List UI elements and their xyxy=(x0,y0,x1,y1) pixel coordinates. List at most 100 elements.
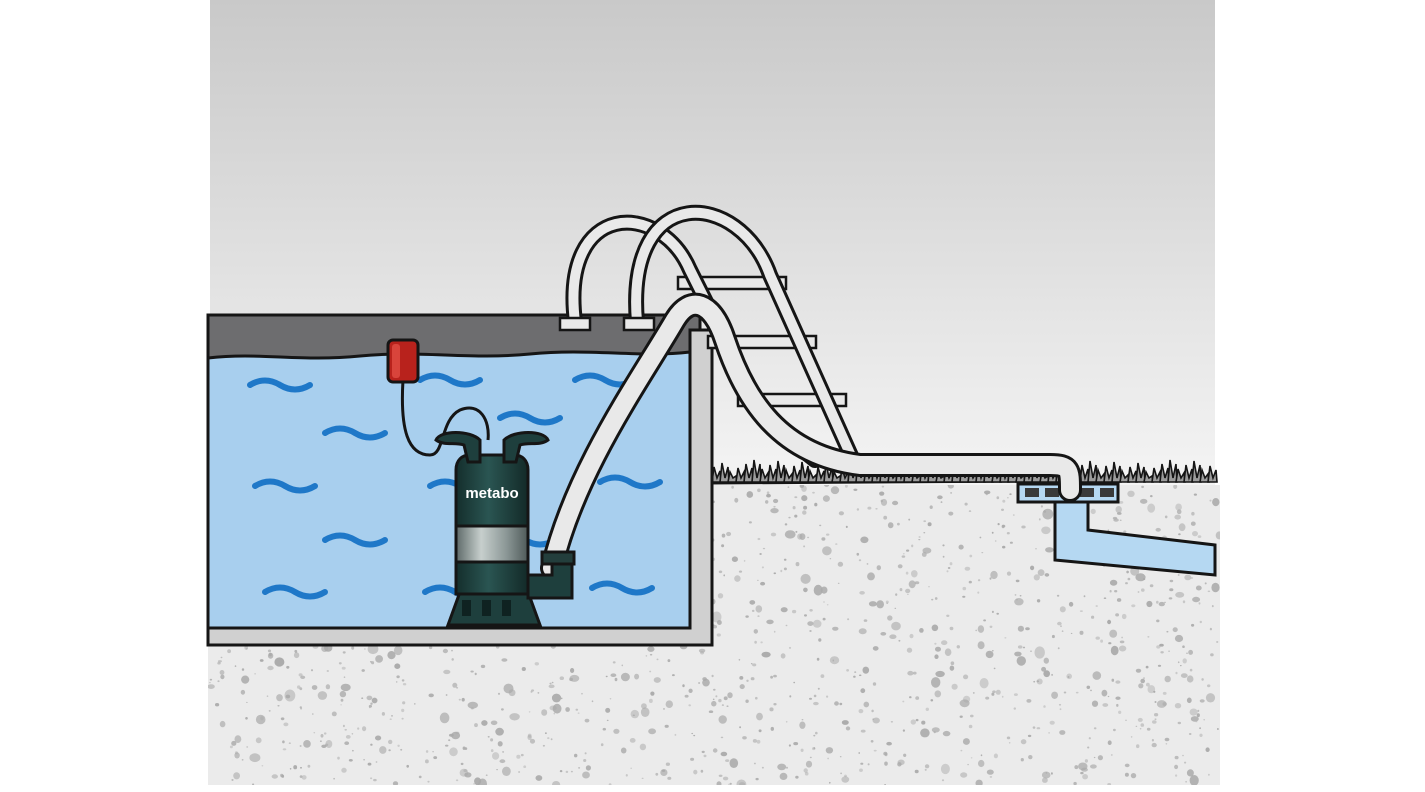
speckle xyxy=(1168,597,1173,600)
speckle xyxy=(906,549,910,552)
speckle xyxy=(1006,571,1012,576)
speckle xyxy=(320,734,324,738)
speckle xyxy=(255,714,266,725)
speckle xyxy=(559,676,564,680)
speckle xyxy=(700,769,704,773)
speckle xyxy=(751,609,755,613)
speckle xyxy=(394,663,401,669)
speckle xyxy=(960,772,968,778)
speckle xyxy=(755,605,763,613)
speckle xyxy=(899,588,903,592)
speckle xyxy=(1124,772,1129,777)
speckle xyxy=(1020,758,1024,762)
speckle xyxy=(470,707,474,710)
speckle xyxy=(783,567,787,571)
speckle xyxy=(1154,701,1157,703)
speckle xyxy=(1143,677,1145,679)
speckle xyxy=(1095,636,1100,640)
speckle xyxy=(375,655,383,663)
concrete-ground xyxy=(208,485,1220,785)
speckle xyxy=(1185,780,1187,783)
speckle xyxy=(883,515,888,520)
speckle xyxy=(227,649,232,654)
speckle xyxy=(761,766,764,769)
speckle xyxy=(1204,582,1207,585)
speckle xyxy=(1156,700,1167,708)
speckle xyxy=(722,776,729,781)
speckle xyxy=(246,701,248,703)
speckle xyxy=(734,575,741,582)
speckle xyxy=(1080,771,1084,775)
speckle xyxy=(1169,588,1174,592)
speckle xyxy=(1015,579,1020,583)
speckle xyxy=(829,558,832,560)
speckle xyxy=(990,570,998,580)
speckle xyxy=(929,505,933,510)
speckle xyxy=(956,645,960,649)
speckle xyxy=(535,775,543,781)
speckle xyxy=(1016,656,1026,666)
speckle xyxy=(748,521,752,524)
speckle xyxy=(1160,651,1164,654)
concrete-speckles xyxy=(208,485,1220,785)
speckle xyxy=(1156,645,1161,649)
speckle xyxy=(255,737,262,744)
speckle xyxy=(949,665,955,671)
speckle xyxy=(968,580,972,584)
speckle xyxy=(1116,703,1119,707)
speckle xyxy=(246,746,249,748)
speckle xyxy=(317,691,328,700)
speckle xyxy=(1152,720,1157,724)
speckle xyxy=(1135,573,1146,582)
speckle xyxy=(375,761,378,763)
speckle xyxy=(909,696,912,699)
speckle xyxy=(343,676,346,678)
speckle xyxy=(648,728,656,735)
speckle xyxy=(1079,630,1084,635)
speckle xyxy=(972,692,975,694)
speckle xyxy=(1100,639,1103,643)
speckle xyxy=(909,633,914,639)
speckle xyxy=(980,754,983,757)
speckle xyxy=(693,734,696,737)
speckle xyxy=(1135,725,1138,728)
speckle xyxy=(1164,515,1168,519)
wave xyxy=(262,584,328,600)
speckle xyxy=(541,709,548,716)
speckle xyxy=(1197,535,1202,538)
speckle xyxy=(1014,594,1017,596)
speckle xyxy=(298,673,303,677)
speckle xyxy=(402,701,406,705)
speckle xyxy=(837,561,844,567)
speckle xyxy=(473,783,475,785)
speckle xyxy=(698,648,706,653)
speckle xyxy=(1136,744,1140,749)
speckle xyxy=(449,747,458,757)
speckle xyxy=(565,707,570,712)
speckle xyxy=(1114,590,1118,593)
speckle xyxy=(867,572,875,581)
speckle xyxy=(249,753,261,763)
speckle xyxy=(959,699,970,708)
speckle xyxy=(947,485,954,489)
speckle xyxy=(729,782,732,785)
speckle xyxy=(342,651,346,654)
speckle xyxy=(693,769,698,775)
speckle xyxy=(575,708,579,711)
speckle xyxy=(231,740,237,746)
speckle xyxy=(1151,738,1154,742)
speckle xyxy=(993,667,996,670)
speckle xyxy=(1093,756,1096,759)
speckle xyxy=(860,536,869,544)
speckle xyxy=(1135,668,1142,673)
speckle xyxy=(1060,625,1062,628)
speckle xyxy=(911,570,918,578)
speckle xyxy=(729,758,739,768)
speckle xyxy=(889,634,897,639)
speckle xyxy=(968,510,972,512)
speckle xyxy=(757,488,761,493)
speckle xyxy=(975,779,983,785)
speckle xyxy=(1174,514,1181,520)
speckle xyxy=(975,629,978,632)
speckle xyxy=(351,646,355,650)
